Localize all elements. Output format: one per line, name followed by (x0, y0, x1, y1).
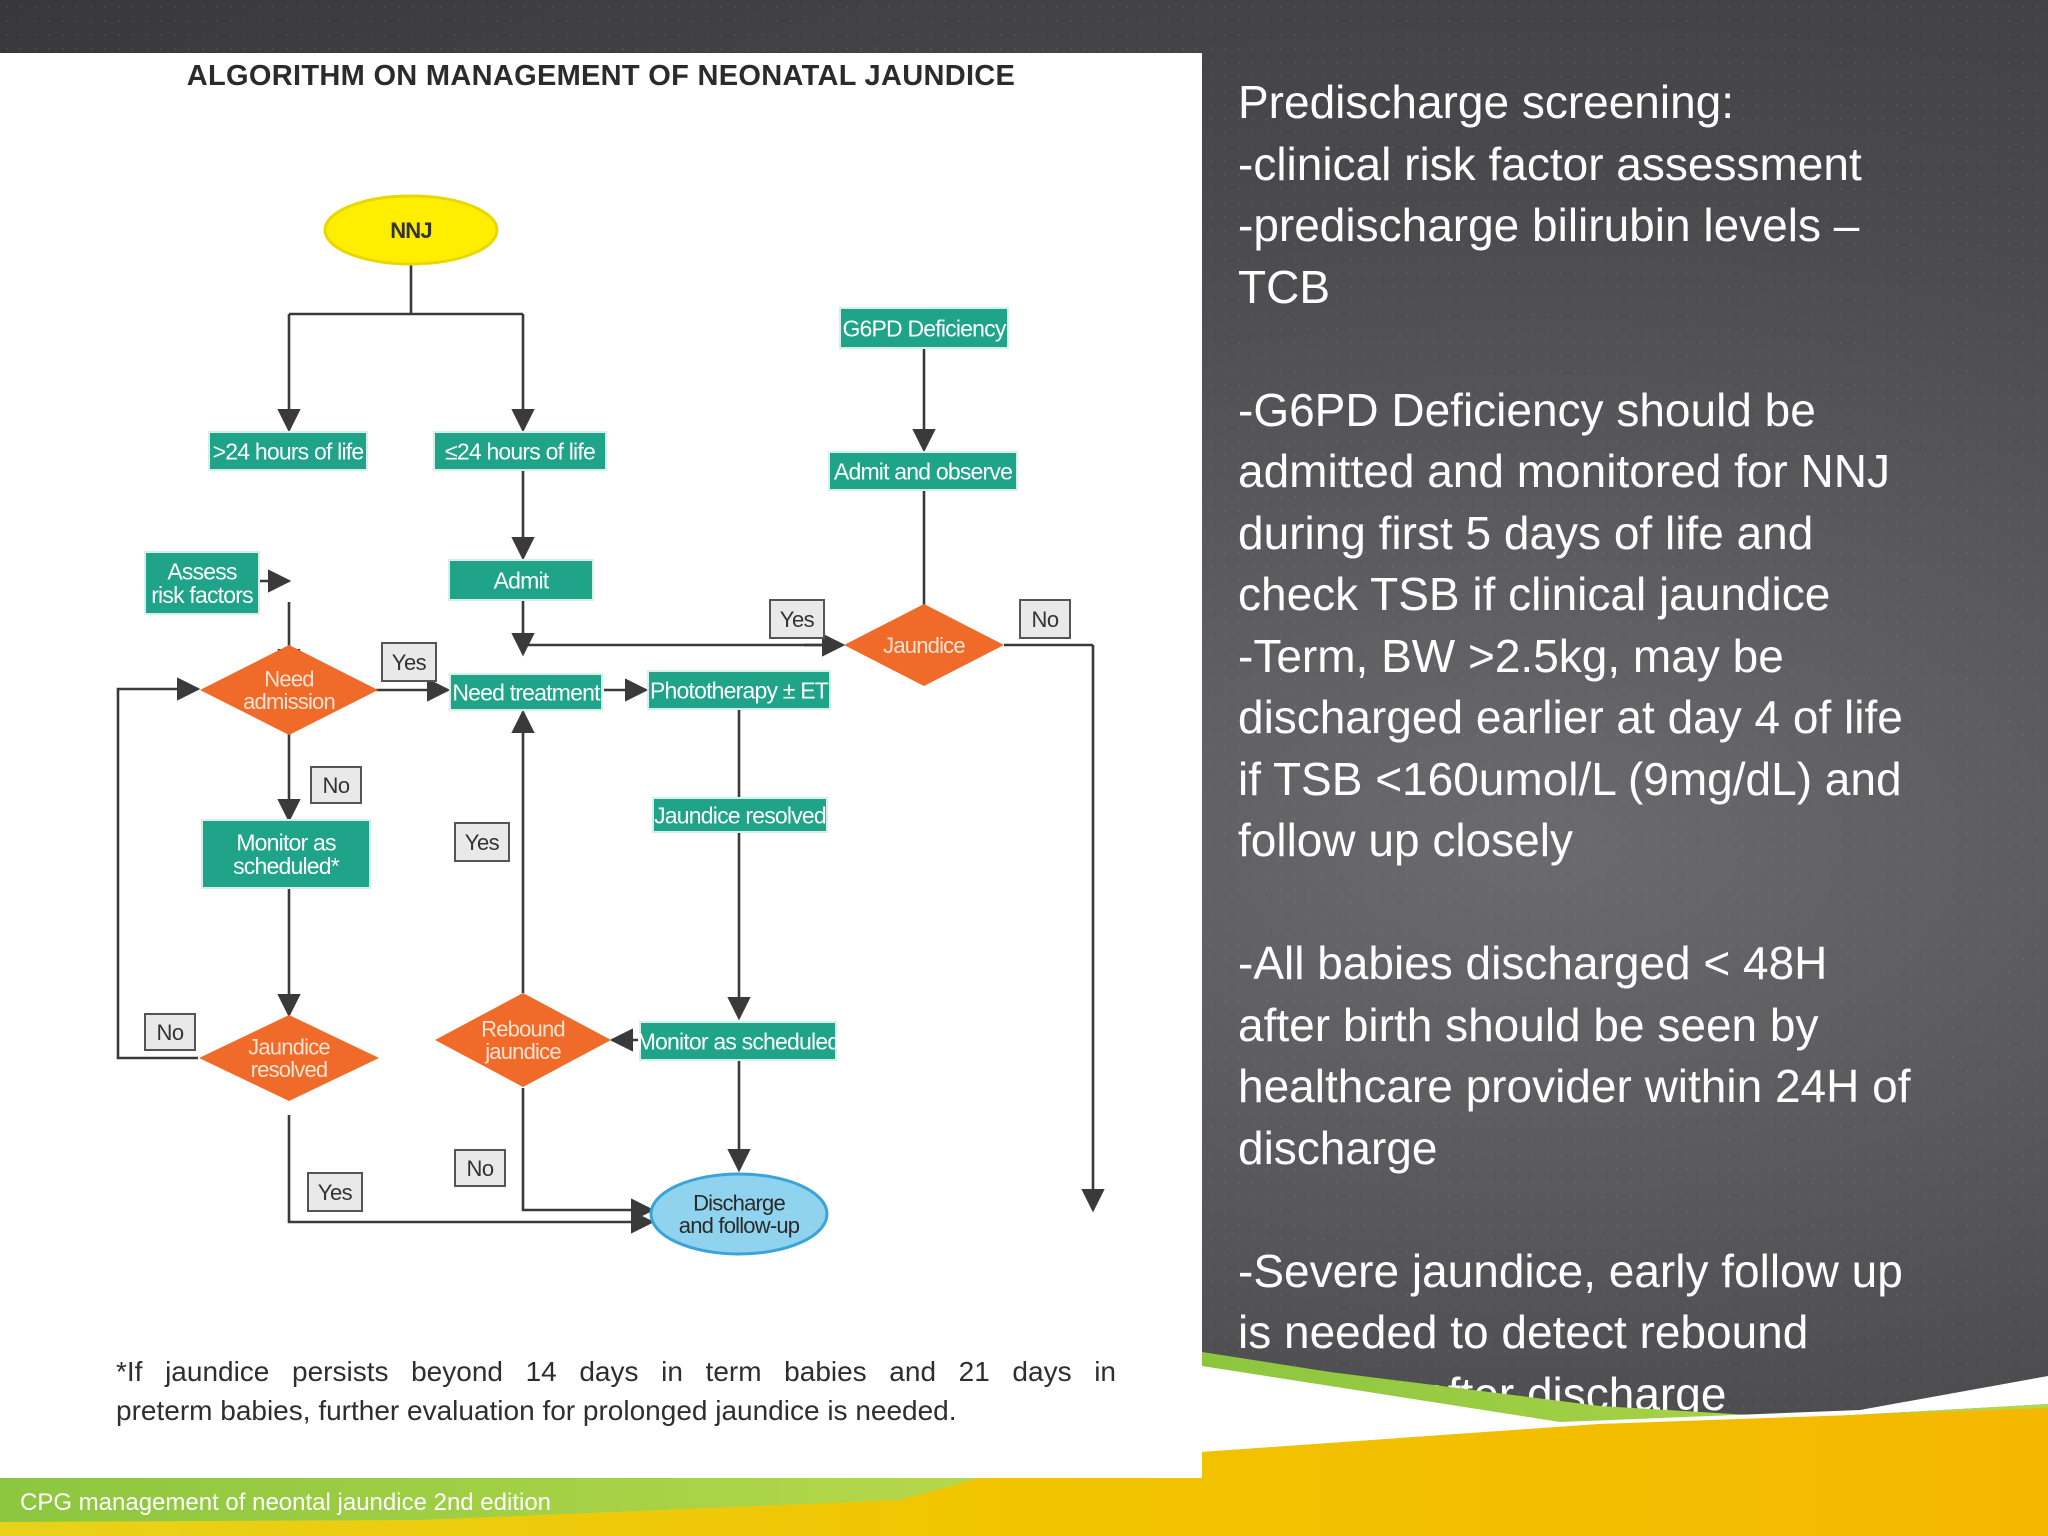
connector-line (287, 1115, 655, 1234)
notes-line: -All babies discharged < 48H (1238, 937, 1828, 989)
notes-line: -predischarge bilirubin levels – (1238, 199, 1860, 251)
yes-no-label-box (307, 1172, 363, 1212)
process-box (208, 431, 368, 471)
node-label: ≤24 hours of life (445, 438, 595, 464)
notes-line: Predischarge screening: (1238, 76, 1735, 128)
node-label: Jaundice (248, 1035, 330, 1060)
notes-line: check TSB if clinical jaundice (1238, 568, 1831, 620)
node-label: resolved (251, 1057, 328, 1082)
process-box (433, 431, 607, 471)
figure-title: ALGORITHM ON MANAGEMENT OF NEONATAL JAUN… (186, 60, 1016, 92)
notes-line: during first 5 days of life and (1238, 506, 1814, 559)
notes-line: discharge (1238, 1121, 1438, 1174)
notes-line: if TSB <160umol/L (9mg/dL) and (1238, 752, 1902, 805)
yes-no-label: Yes (392, 650, 427, 675)
notes-paragraph: -G6PD Deficiency should be admitted and m… (1238, 380, 2028, 872)
notes-line: -G6PD Deficiency should be (1238, 383, 1816, 436)
yes-no-label-box (310, 766, 362, 804)
node-label: >24 hours of life (213, 438, 364, 464)
notes-line: discharged earlier at day 4 of life (1238, 691, 1903, 743)
node-label: Phototherapy ± ET (650, 677, 829, 703)
node-label: Jaundice (883, 633, 965, 658)
connector-line (116, 677, 201, 1060)
yes-no-label-box (454, 1149, 506, 1187)
yes-no-label-box (381, 642, 437, 682)
node-label: jaundice (484, 1039, 561, 1064)
notes-line: TCB (1238, 260, 1330, 313)
node-label: Admit (494, 567, 550, 593)
connector-line (521, 1088, 655, 1222)
process-box (144, 551, 260, 615)
figure-panel (0, 53, 1202, 1478)
decision-diamond (199, 1015, 379, 1101)
notes-line: admitted and monitored for NNJ (1238, 445, 1890, 497)
node-label: Monitor as scheduled (637, 1028, 840, 1054)
node-label: Need (264, 667, 313, 692)
node-label: scheduled* (233, 853, 340, 879)
terminal-ellipse (649, 1172, 829, 1256)
process-box (652, 797, 828, 833)
yes-no-label: No (1031, 607, 1058, 632)
node-label: Rebound (481, 1017, 565, 1042)
node-label: admission (243, 689, 335, 714)
notes-line: follow up closely (1238, 814, 1573, 866)
process-box (449, 673, 603, 711)
decision-diamond (200, 645, 378, 735)
yes-no-label: Yes (318, 1180, 353, 1205)
yes-no-label: No (156, 1020, 183, 1045)
yes-no-label-box (769, 599, 825, 639)
decision-diamond (844, 604, 1004, 686)
process-box (828, 451, 1018, 491)
yes-no-label: No (322, 773, 349, 798)
swoosh-white-band (1202, 1366, 2048, 1452)
node-label: and follow-up (679, 1213, 800, 1238)
yes-no-label: Yes (465, 830, 500, 855)
figure-footnote: *If jaundice persists beyond 14 days in … (116, 1352, 1116, 1430)
node-label: Jaundice resolved (654, 802, 826, 828)
notes-line: -clinical risk factor assessment (1238, 137, 1862, 190)
footer-caption: CPG management of neontal jaundice 2nd e… (20, 1489, 552, 1516)
node-label: Need treatment (452, 679, 601, 705)
process-box (647, 670, 831, 710)
process-box (448, 559, 594, 601)
notes-line: after birth should be seen by (1238, 998, 1819, 1051)
notes-paragraph: Predischarge screening: -clinical risk fa… (1238, 72, 2028, 318)
yes-no-label-box (144, 1013, 196, 1051)
footnote-line-1: *If jaundice persists beyond 14 days in … (116, 1356, 1116, 1387)
notes-paragraph: -All babies discharged < 48H after birth … (1238, 933, 2028, 1179)
node-label: risk factors (151, 582, 253, 608)
process-box (839, 307, 1009, 349)
node-label: G6PD Deficiency (842, 315, 1006, 341)
yes-no-label-box (454, 822, 510, 862)
node-label: Monitor as (236, 830, 336, 856)
node-label: Assess (167, 559, 237, 585)
terminal-ellipse (323, 194, 499, 266)
yes-no-label-box (1019, 599, 1071, 639)
node-label: Discharge (693, 1191, 785, 1216)
process-box (639, 1021, 837, 1061)
yes-no-label: No (466, 1156, 493, 1181)
notes-line: -Severe jaundice, early follow up (1238, 1244, 1903, 1297)
decision-diamond (435, 993, 611, 1087)
notes-line: is needed to detect rebound (1238, 1306, 1809, 1358)
node-label: NNJ (390, 218, 432, 243)
notes-line: -Term, BW >2.5kg, may be (1238, 629, 1784, 682)
footnote-line-2: preterm babies, further evaluation for p… (116, 1395, 957, 1426)
yes-no-label: Yes (780, 607, 815, 632)
node-label: Admit and observe (834, 458, 1012, 484)
process-box (201, 819, 371, 889)
notes-line: healthcare provider within 24H of (1238, 1060, 1911, 1112)
swoosh-green-strip (0, 1478, 980, 1522)
